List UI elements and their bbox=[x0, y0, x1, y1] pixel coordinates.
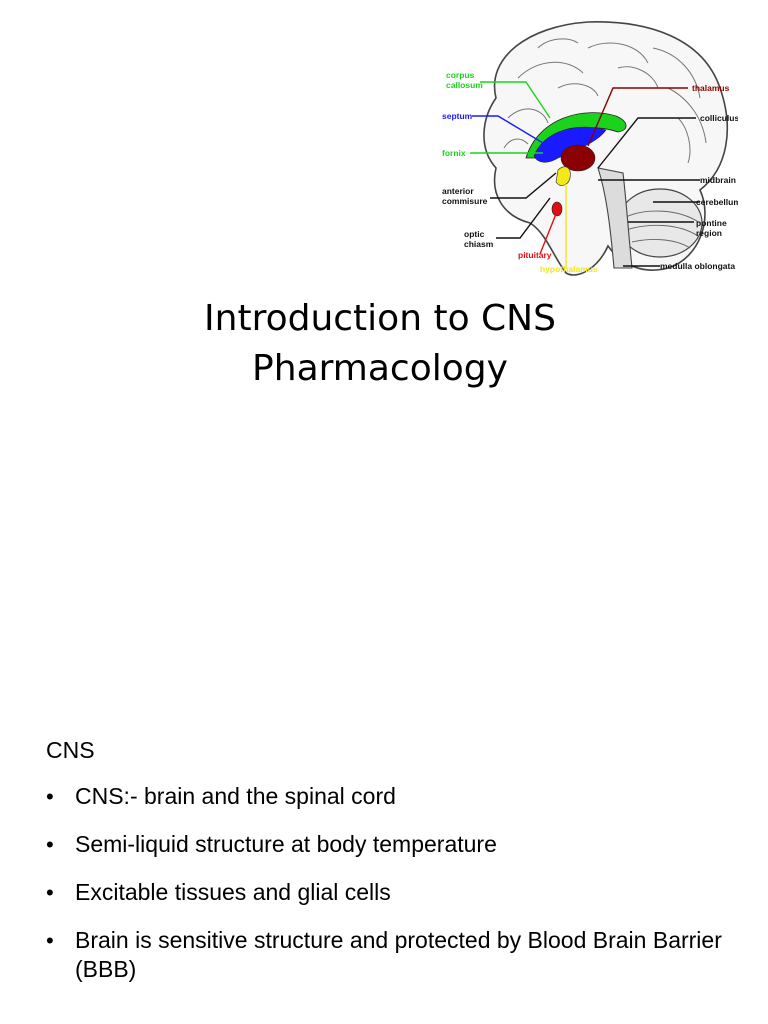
slide-title-line-2: Pharmacology bbox=[252, 348, 508, 389]
hypothalamus-shape bbox=[555, 166, 571, 186]
brain-diagram: corpus callosum septum fornix anterior c… bbox=[438, 18, 738, 280]
brainstem-shape bbox=[597, 167, 633, 269]
brain-diagram-svg: corpus callosum septum fornix anterior c… bbox=[442, 21, 738, 276]
bullet-item: Brain is sensitive structure and protect… bbox=[46, 926, 736, 984]
label-colliculus: colliculus bbox=[700, 113, 738, 123]
label-cerebellum: cerebellum bbox=[696, 197, 738, 207]
label-corpus-callosum-1: corpus bbox=[446, 70, 475, 80]
slide-1: corpus callosum septum fornix anterior c… bbox=[130, 18, 738, 394]
label-hypothalamus: hypothalamus bbox=[540, 264, 598, 274]
label-pontine-region-1: pontine bbox=[696, 218, 727, 228]
label-anterior-commisure-2: commisure bbox=[442, 196, 488, 206]
brain-gyri bbox=[503, 38, 707, 164]
label-pontine-region-2: region bbox=[696, 228, 722, 238]
label-anterior-commisure-1: anterior bbox=[442, 186, 474, 196]
bullet-list: CNS:- brain and the spinal cord Semi-liq… bbox=[46, 782, 736, 1003]
slide-title: Introduction to CNS Pharmacology bbox=[130, 294, 630, 394]
slide-title-line-1: Introduction to CNS bbox=[204, 298, 556, 339]
bullet-item: CNS:- brain and the spinal cord bbox=[46, 782, 736, 811]
section-heading: CNS bbox=[46, 737, 95, 763]
label-optic-chiasm-2: chiasm bbox=[464, 239, 494, 249]
septum-shape bbox=[533, 126, 607, 163]
label-corpus-callosum-2: callosum bbox=[446, 80, 483, 90]
cerebellum-shape bbox=[617, 188, 703, 258]
label-septum: septum bbox=[442, 111, 473, 121]
label-fornix: fornix bbox=[442, 148, 466, 158]
label-midbrain: midbrain bbox=[700, 175, 736, 185]
bullet-item: Excitable tissues and glial cells bbox=[46, 878, 736, 907]
thalamus-shape bbox=[560, 144, 596, 172]
label-thalamus: thalamus bbox=[692, 83, 730, 93]
bullet-item: Semi-liquid structure at body temperatur… bbox=[46, 830, 736, 859]
leader-lines bbox=[470, 81, 700, 268]
label-optic-chiasm-1: optic bbox=[464, 229, 485, 239]
label-medulla-oblongata: medulla oblongata bbox=[660, 261, 735, 271]
slide-2: CNS CNS:- brain and the spinal cord Semi… bbox=[0, 512, 768, 1024]
pituitary-shape bbox=[551, 201, 563, 217]
label-pituitary: pituitary bbox=[518, 250, 552, 260]
